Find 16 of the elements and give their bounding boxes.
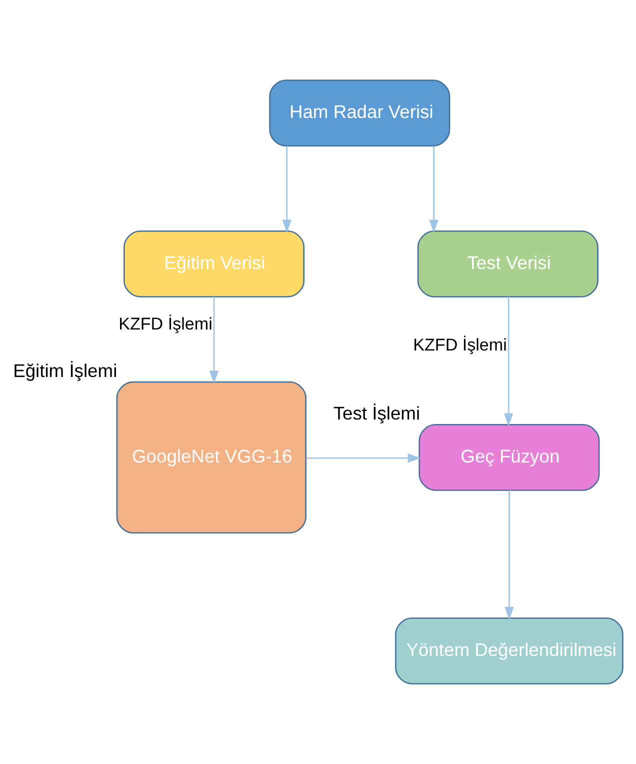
node-box: GoogleNet VGG-16 (116, 381, 307, 534)
arrow (504, 490, 514, 620)
arrow (306, 454, 421, 463)
node-box: Geç Füzyon (418, 424, 600, 491)
node-label: Eğitim İşlemi (13, 360, 118, 382)
edge-label: KZFD İşlemi (413, 336, 507, 355)
arrow (282, 146, 292, 233)
edge-label: KZFD İşlemi (118, 314, 212, 334)
arrow (504, 296, 514, 426)
node-box: Eğitim Verisi (124, 230, 305, 298)
node-box: Ham Radar Verisi (269, 80, 450, 146)
arrow (209, 296, 219, 384)
node-label: Test İşlemi (333, 402, 420, 424)
arrow (429, 146, 438, 233)
node-box: Yöntem Değerlendirilmesi (395, 618, 624, 684)
node-box: Test Verisi (417, 230, 598, 298)
